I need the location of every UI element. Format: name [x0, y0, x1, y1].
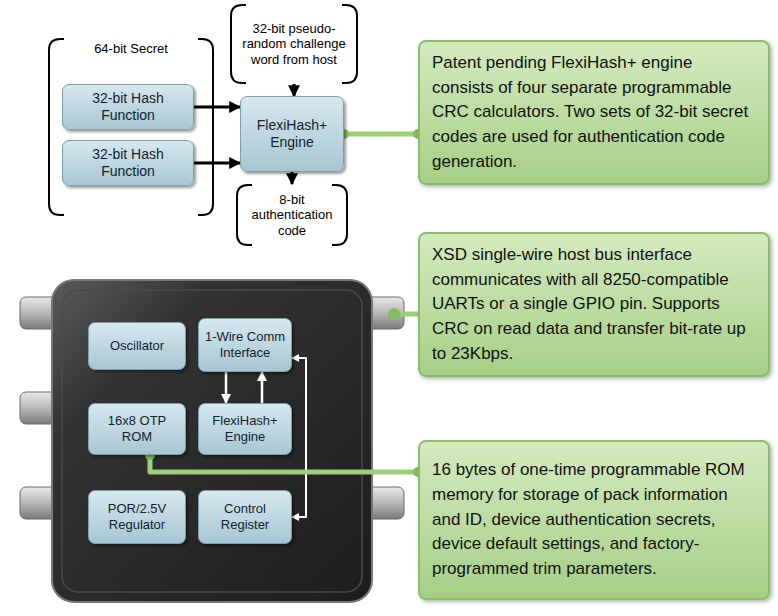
node-label: Control Register — [204, 501, 286, 532]
callout-box: 16 bytes of one-time programmable ROM me… — [418, 440, 770, 600]
control-register-block: Control Register — [198, 490, 292, 544]
callout-box: XSD single-wire host bus interface commu… — [418, 232, 770, 377]
callout-text: XSD single-wire host bus interface commu… — [432, 243, 756, 366]
node-label: 64-bit Secret — [94, 41, 168, 56]
node-label: FlexiHash+ Engine — [246, 117, 338, 151]
comm-interface-block: 1-Wire Comm Interface — [198, 318, 292, 372]
auth-code-bracket: 8-bit authentication code — [236, 184, 348, 246]
chip-body — [52, 280, 372, 602]
xsd-leader-line — [388, 308, 418, 320]
node-label: 8-bit authentication code — [245, 192, 339, 238]
node-label: 1-Wire Comm Interface — [204, 329, 286, 360]
callout-text: Patent pending FlexiHash+ engine consist… — [432, 51, 756, 174]
arrow-connector — [292, 358, 306, 517]
node-label: 32-bit pseudo-random challenge word from… — [239, 21, 349, 67]
engine-box: FlexiHash+ Engine — [240, 96, 344, 172]
arrow-connector — [293, 84, 296, 96]
regulator-block: POR/2.5V Regulator — [88, 490, 186, 544]
hash-function-box: 32-bit Hash Function — [62, 84, 194, 130]
node-label: 16x8 OTP ROM — [94, 413, 180, 444]
chip-bevel — [62, 290, 362, 592]
arrow-connector — [225, 372, 228, 403]
leader-line — [344, 132, 418, 137]
node-label: 32-bit Hash Function — [68, 146, 188, 180]
node-label: POR/2.5V Regulator — [94, 501, 180, 532]
node-label: Oscillator — [110, 338, 164, 354]
node-label: 32-bit Hash Function — [68, 90, 188, 124]
callout-text: 16 bytes of one-time programmable ROM me… — [432, 458, 756, 581]
node-label: FlexiHash+ Engine — [204, 413, 286, 444]
otp-rom-block: 16x8 OTP ROM — [88, 403, 186, 455]
engine-block: FlexiHash+ Engine — [198, 403, 292, 455]
oscillator-block: Oscillator — [88, 322, 186, 370]
arrow-connector — [194, 106, 240, 109]
arrow-connector — [291, 172, 294, 184]
arrow-connector — [194, 162, 240, 165]
challenge-word-bracket: 32-bit pseudo-random challenge word from… — [230, 4, 358, 84]
leader-line — [150, 455, 418, 472]
arrow-connector — [261, 372, 264, 403]
secret-group: 64-bit Secret 32-bit Hash Function 32-bit … — [48, 38, 214, 216]
hash-function-box: 32-bit Hash Function — [62, 140, 194, 186]
callout-box: Patent pending FlexiHash+ engine consist… — [418, 40, 770, 185]
